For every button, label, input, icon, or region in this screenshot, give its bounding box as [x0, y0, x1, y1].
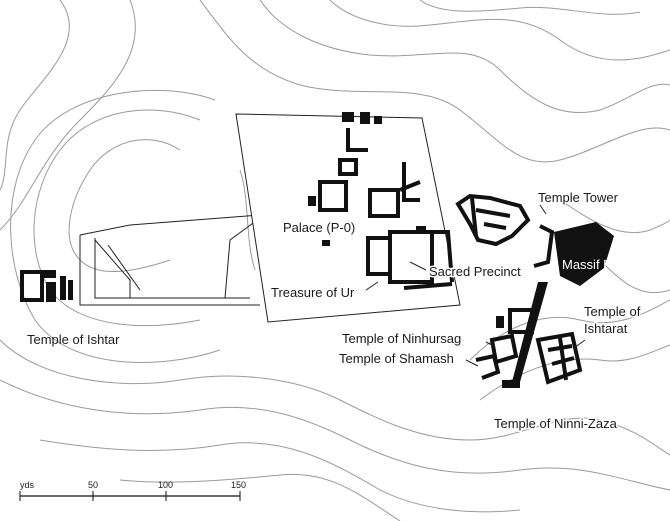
label-palace: Palace (P-0) [283, 220, 355, 235]
temple-tower-plan [455, 193, 614, 286]
label-massif-rouge: Massif Rouge [562, 257, 641, 272]
label-treasure-of-ur: Treasure of Ur [271, 285, 355, 300]
scale-tick-150: 150 [231, 480, 246, 490]
scale-unit: yds [20, 480, 35, 490]
label-temple-of-ishtarat-2: Ishtarat [584, 321, 628, 336]
label-temple-of-ninhursag: Temple of Ninhursag [342, 331, 461, 346]
southern-temples-plan [475, 282, 583, 388]
label-temple-of-ishtarat-1: Temple of [584, 304, 641, 319]
leader-lines [365, 204, 586, 367]
palace-plan [308, 112, 454, 290]
scale-bar: yds 50 100 150 [19, 480, 246, 501]
temple-of-ishtar-plan [20, 270, 73, 302]
scale-tick-100: 100 [158, 480, 173, 490]
roadway [79, 214, 261, 306]
label-temple-of-ishtar: Temple of Ishtar [27, 332, 120, 347]
label-temple-tower: Temple Tower [538, 190, 619, 205]
label-temple-of-shamash: Temple of Shamash [339, 351, 454, 366]
label-temple-of-ninni-zaza: Temple of Ninni-Zaza [494, 416, 618, 431]
label-sacred-precinct: Sacred Precinct [429, 264, 521, 279]
map-labels: Temple of Ishtar Palace (P-0) Sacred Pre… [27, 189, 642, 433]
scale-tick-50: 50 [88, 480, 98, 490]
